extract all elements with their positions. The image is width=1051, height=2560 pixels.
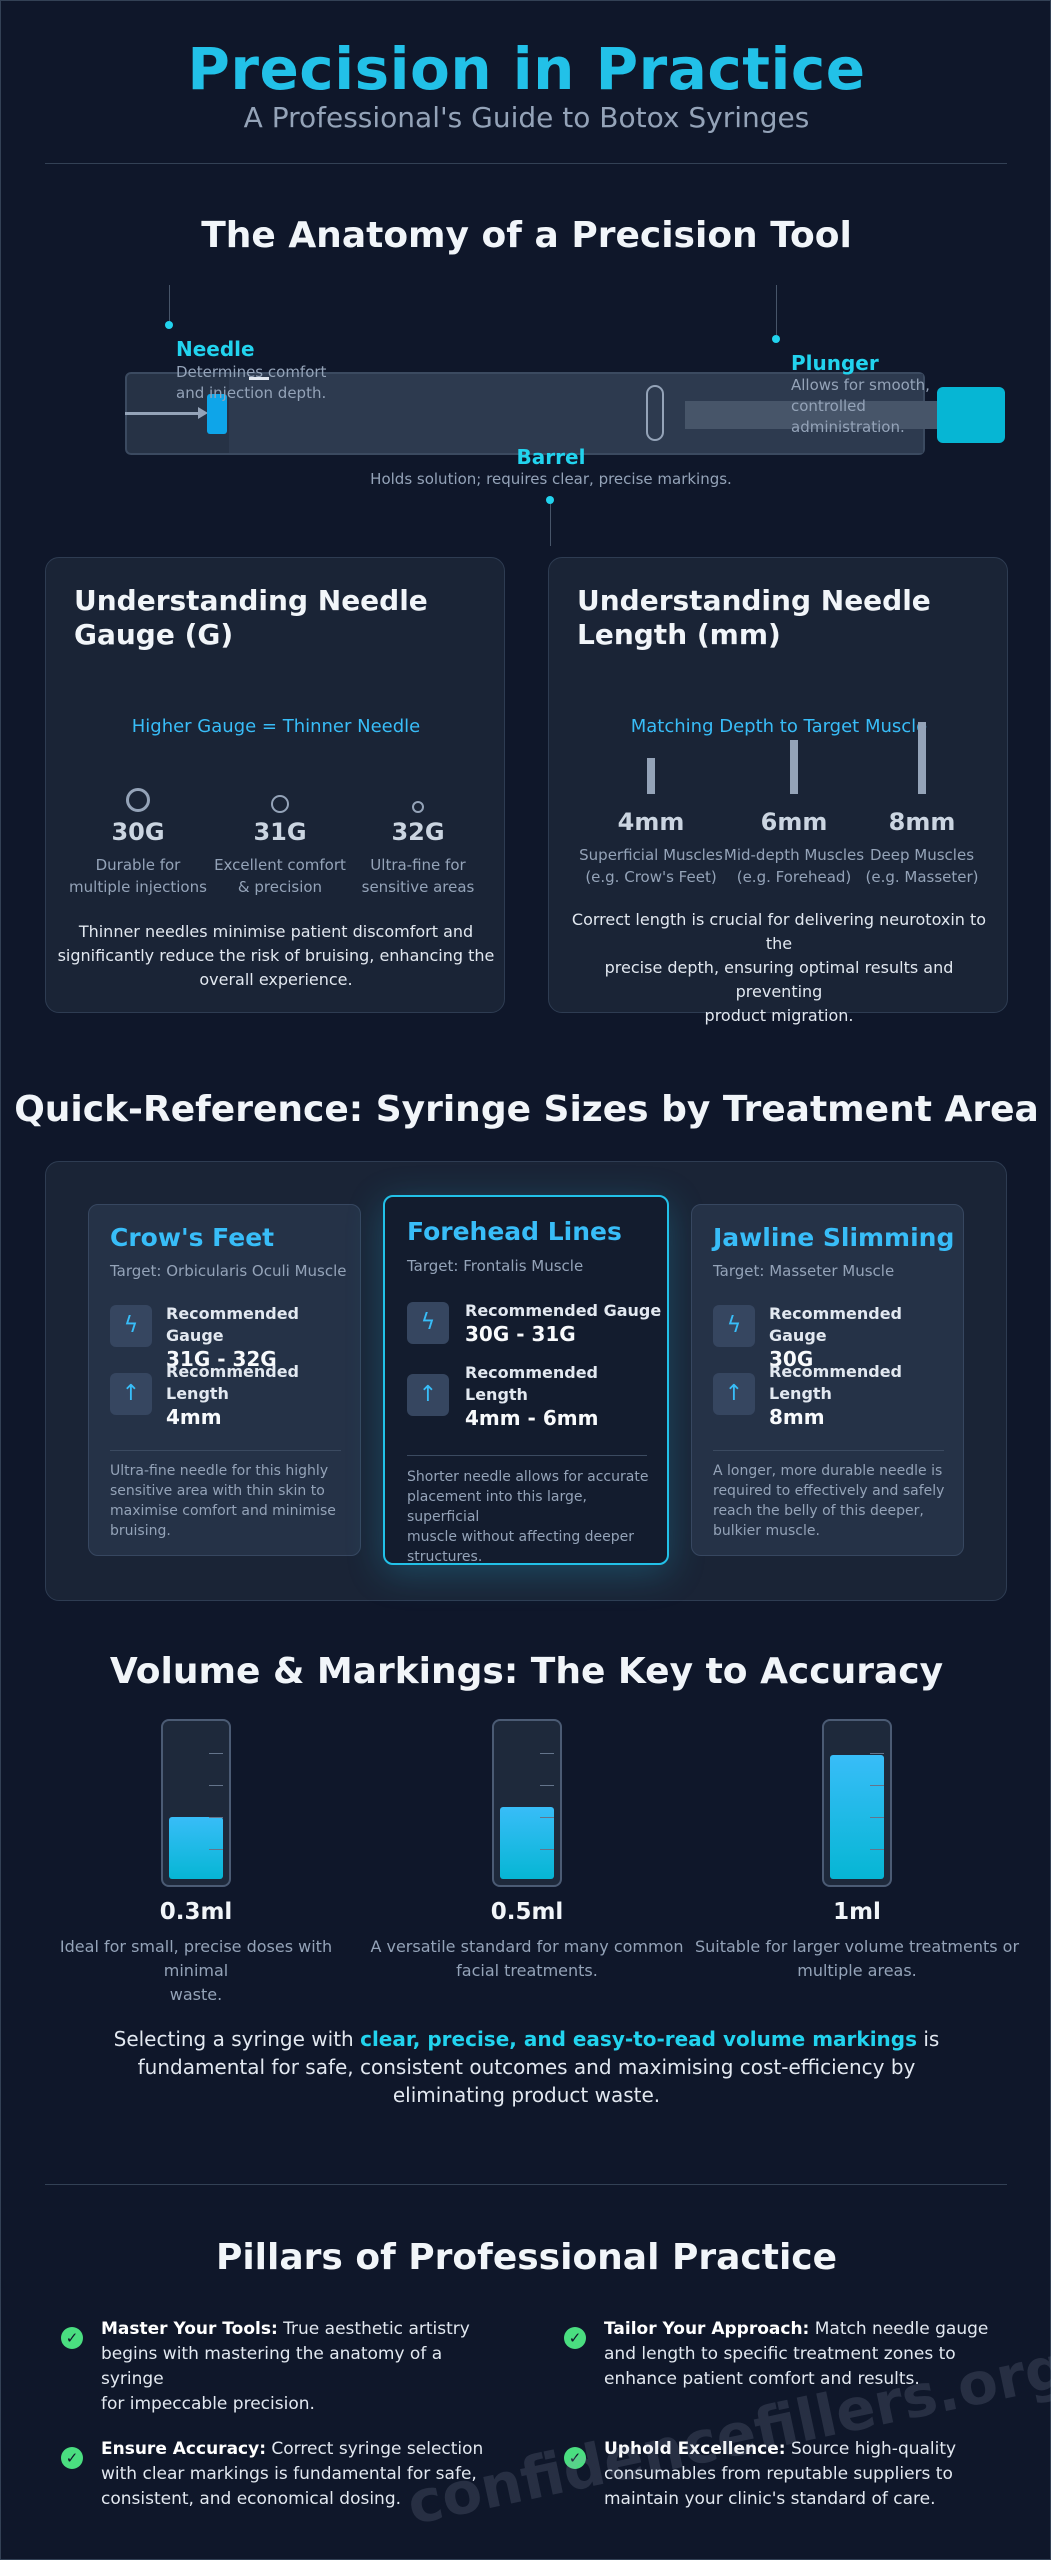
check-circle-icon: ✓ [564, 2327, 586, 2349]
pillar-uphold-excellence: Uphold Excellence: Source high-quality c… [604, 2439, 957, 2509]
quick-ref-title: Quick-Reference: Syringe Sizes by Treatm… [14, 1089, 1039, 1130]
plunger-rod [685, 401, 943, 429]
pillar-master-tools: Master Your Tools: True aesthetic artist… [101, 2319, 470, 2414]
lightning-icon: ϟ [407, 1302, 449, 1344]
ref-card-title: Jawline Slimming [713, 1223, 955, 1252]
ref-card-target: Target: Orbicularis Oculi Muscle [110, 1262, 347, 1280]
needle-shaft [125, 412, 203, 415]
gauge-card: Understanding Needle Gauge (G) Higher Ga… [45, 557, 505, 1013]
pillar-tailor-approach: Tailor Your Approach: Match needle gauge… [604, 2319, 989, 2389]
gauge-32g-circle [412, 801, 424, 813]
barrel-dot [546, 496, 554, 504]
vol-tube-05ml [492, 1719, 562, 1887]
page-subtitle: A Professional's Guide to Botox Syringes [243, 101, 810, 134]
barrel-leader [550, 504, 551, 546]
check-circle-icon: ✓ [61, 2447, 83, 2469]
length-card: Understanding Needle Length (mm) Matchin… [548, 557, 1008, 1025]
gauge-item-32g: 32G Ultra-fine for sensitive areas [361, 818, 475, 896]
divider [45, 163, 1007, 164]
ref-note: A longer, more durable needle is require… [713, 1463, 945, 1539]
ref-card-forehead-lines: Forehead Lines Target: Frontalis Muscle … [383, 1195, 669, 1565]
needle-hub [207, 394, 227, 434]
pillar-ensure-accuracy: Ensure Accuracy: Correct syringe selecti… [101, 2439, 484, 2509]
ref-gauge: Recommended Gauge 30G [769, 1304, 902, 1371]
plunger-label: Plunger [791, 351, 879, 375]
gauge-item-30g: 30G Durable for multiple injections [69, 818, 207, 896]
barrel-label: Barrel [516, 445, 586, 469]
plunger-stopper [646, 385, 664, 441]
length-6mm-bar [790, 740, 798, 794]
length-8mm-bar [918, 722, 926, 794]
length-4mm-bar [647, 758, 655, 794]
plunger-leader [776, 285, 777, 335]
volume-summary: Selecting a syringe with clear, precise,… [113, 2027, 940, 2107]
page-title: Precision in Practice [187, 35, 866, 103]
pillars-title: Pillars of Professional Practice [215, 2237, 838, 2278]
vol-tube-1ml [822, 1719, 892, 1887]
arrow-up-icon: ↑ [110, 1373, 152, 1415]
ref-card-target: Target: Masseter Muscle [713, 1262, 895, 1280]
gauge-30g-circle [126, 788, 150, 812]
plunger-dot [772, 335, 780, 343]
ref-gauge: Recommended Gauge 31G - 32G [166, 1304, 299, 1371]
ref-length: Recommended Length 4mm - 6mm [465, 1363, 599, 1430]
gauge-card-subtitle: Higher Gauge = Thinner Needle [131, 716, 421, 737]
vol-item-05ml: 0.5ml A versatile standard for many comm… [370, 1899, 684, 1980]
ref-note: Shorter needle allows for accurate place… [407, 1469, 649, 1565]
ref-card-target: Target: Frontalis Muscle [407, 1257, 584, 1275]
length-item-8mm: 8mm Deep Muscles (e.g. Masseter) [865, 808, 979, 886]
needle-desc: Determines comfort and injection depth. [176, 363, 327, 402]
barrel-marking [249, 377, 269, 380]
needle-label: Needle [176, 337, 255, 361]
ref-length: Recommended Length 8mm [769, 1362, 902, 1429]
anatomy-title: The Anatomy of a Precision Tool [201, 215, 852, 256]
lightning-icon: ϟ [110, 1305, 152, 1347]
vol-item-03ml: 0.3ml Ideal for small, precise doses wit… [59, 1899, 333, 2004]
ref-separator [407, 1455, 647, 1456]
needle-tip-icon [198, 407, 208, 419]
length-card-subtitle: Matching Depth to Target Muscle [630, 716, 928, 737]
ref-card-crows-feet: Crow's Feet Target: Orbicularis Oculi Mu… [88, 1204, 361, 1556]
check-circle-icon: ✓ [61, 2327, 83, 2349]
needle-leader [169, 285, 170, 323]
gauge-31g-circle [271, 795, 289, 813]
length-card-title: Understanding Needle Length (mm) [577, 584, 931, 651]
check-circle-icon: ✓ [564, 2447, 586, 2469]
ref-card-title: Crow's Feet [110, 1223, 275, 1252]
ref-length: Recommended Length 4mm [166, 1362, 299, 1429]
ref-separator [110, 1450, 341, 1451]
arrow-up-icon: ↑ [407, 1374, 449, 1416]
ref-note: Ultra-fine needle for this highly sensit… [110, 1463, 336, 1539]
lightning-icon: ϟ [713, 1305, 755, 1347]
ref-gauge: Recommended Gauge 30G - 31G [465, 1301, 662, 1346]
barrel-desc: Holds solution; requires clear, precise … [370, 470, 732, 488]
divider [45, 2184, 1007, 2185]
vol-tube-03ml [161, 1719, 231, 1887]
ref-card-title: Forehead Lines [407, 1217, 622, 1246]
gauge-card-title: Understanding Needle Gauge (G) [74, 584, 428, 651]
gauge-item-31g: 31G Excellent comfort & precision [214, 818, 346, 896]
plunger-desc: Allows for smooth, controlled administra… [791, 376, 930, 436]
volume-title: Volume & Markings: The Key to Accuracy [109, 1651, 944, 1692]
length-card-note: Correct length is crucial for delivering… [571, 910, 987, 1025]
ref-card-jawline-slimming: Jawline Slimming Target: Masseter Muscle… [691, 1204, 964, 1556]
gauge-card-note: Thinner needles minimise patient discomf… [57, 922, 495, 989]
arrow-up-icon: ↑ [713, 1373, 755, 1415]
vol-item-1ml: 1ml Suitable for larger volume treatment… [694, 1899, 1020, 1980]
length-item-6mm: 6mm Mid-depth Muscles (e.g. Forehead) [723, 808, 865, 886]
needle-dot [165, 321, 173, 329]
plunger-cap [937, 387, 1005, 443]
length-item-4mm: 4mm Superficial Muscles (e.g. Crow's Fee… [579, 808, 723, 886]
ref-separator [713, 1450, 944, 1451]
